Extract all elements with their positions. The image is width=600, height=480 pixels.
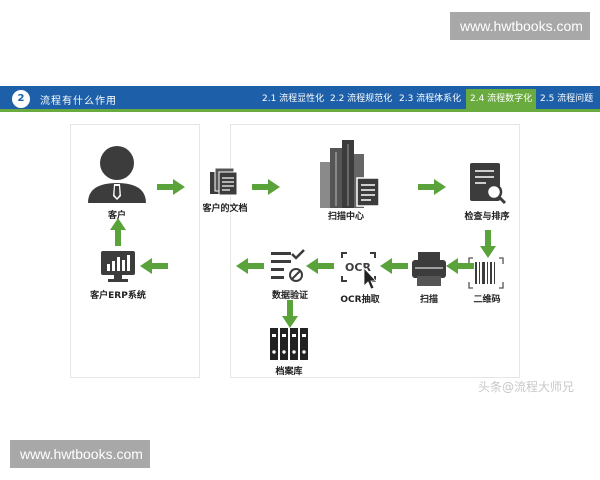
- label-data-verify: 数据验证: [271, 291, 309, 301]
- tab-2-4[interactable]: 2.4 流程数字化: [466, 89, 537, 109]
- label-archive: 档案库: [275, 367, 303, 377]
- label-customer: 客户: [107, 211, 127, 221]
- label-scan-center: 扫描中心: [327, 212, 365, 222]
- scanner-icon: [412, 252, 446, 286]
- watermark-top: www.hwtbooks.com: [450, 12, 590, 40]
- label-check-sort: 检查与排序: [464, 212, 510, 222]
- document-search-icon: [470, 163, 507, 205]
- person-icon: [88, 146, 146, 203]
- label-customer-docs: 客户的文档: [202, 204, 248, 214]
- label-ocr: OCR抽取: [340, 295, 380, 305]
- label-erp: 客户ERP系统: [90, 291, 146, 301]
- documents-icon: [210, 167, 238, 196]
- label-barcode: 二维码: [473, 295, 501, 305]
- label-scan: 扫描: [419, 295, 439, 305]
- credit-watermark: 头条@流程大师兄: [478, 380, 575, 394]
- building-icon: [320, 140, 380, 208]
- customer-panel: [70, 124, 200, 378]
- watermark-bottom: www.hwtbooks.com: [10, 440, 150, 468]
- barcode-icon: [468, 257, 504, 289]
- tab-2-5[interactable]: 2.5 流程问题: [540, 94, 594, 104]
- binders-icon: [270, 328, 308, 360]
- monitor-chart-icon: [101, 251, 135, 282]
- tab-2-2[interactable]: 2.2 流程规范化: [330, 94, 393, 104]
- section-title: 流程有什么作用: [40, 96, 117, 107]
- tab-2-1[interactable]: 2.1 流程显性化: [262, 94, 325, 104]
- tab-2-3[interactable]: 2.3 流程体系化: [399, 94, 462, 104]
- section-number: 2: [12, 90, 30, 108]
- section-header: 2 流程有什么作用 2.1 流程显性化 2.2 流程规范化 2.3 流程体系化 …: [0, 86, 600, 112]
- checklist-icon: [271, 249, 305, 282]
- ocr-cursor-icon: OCR: [341, 252, 377, 290]
